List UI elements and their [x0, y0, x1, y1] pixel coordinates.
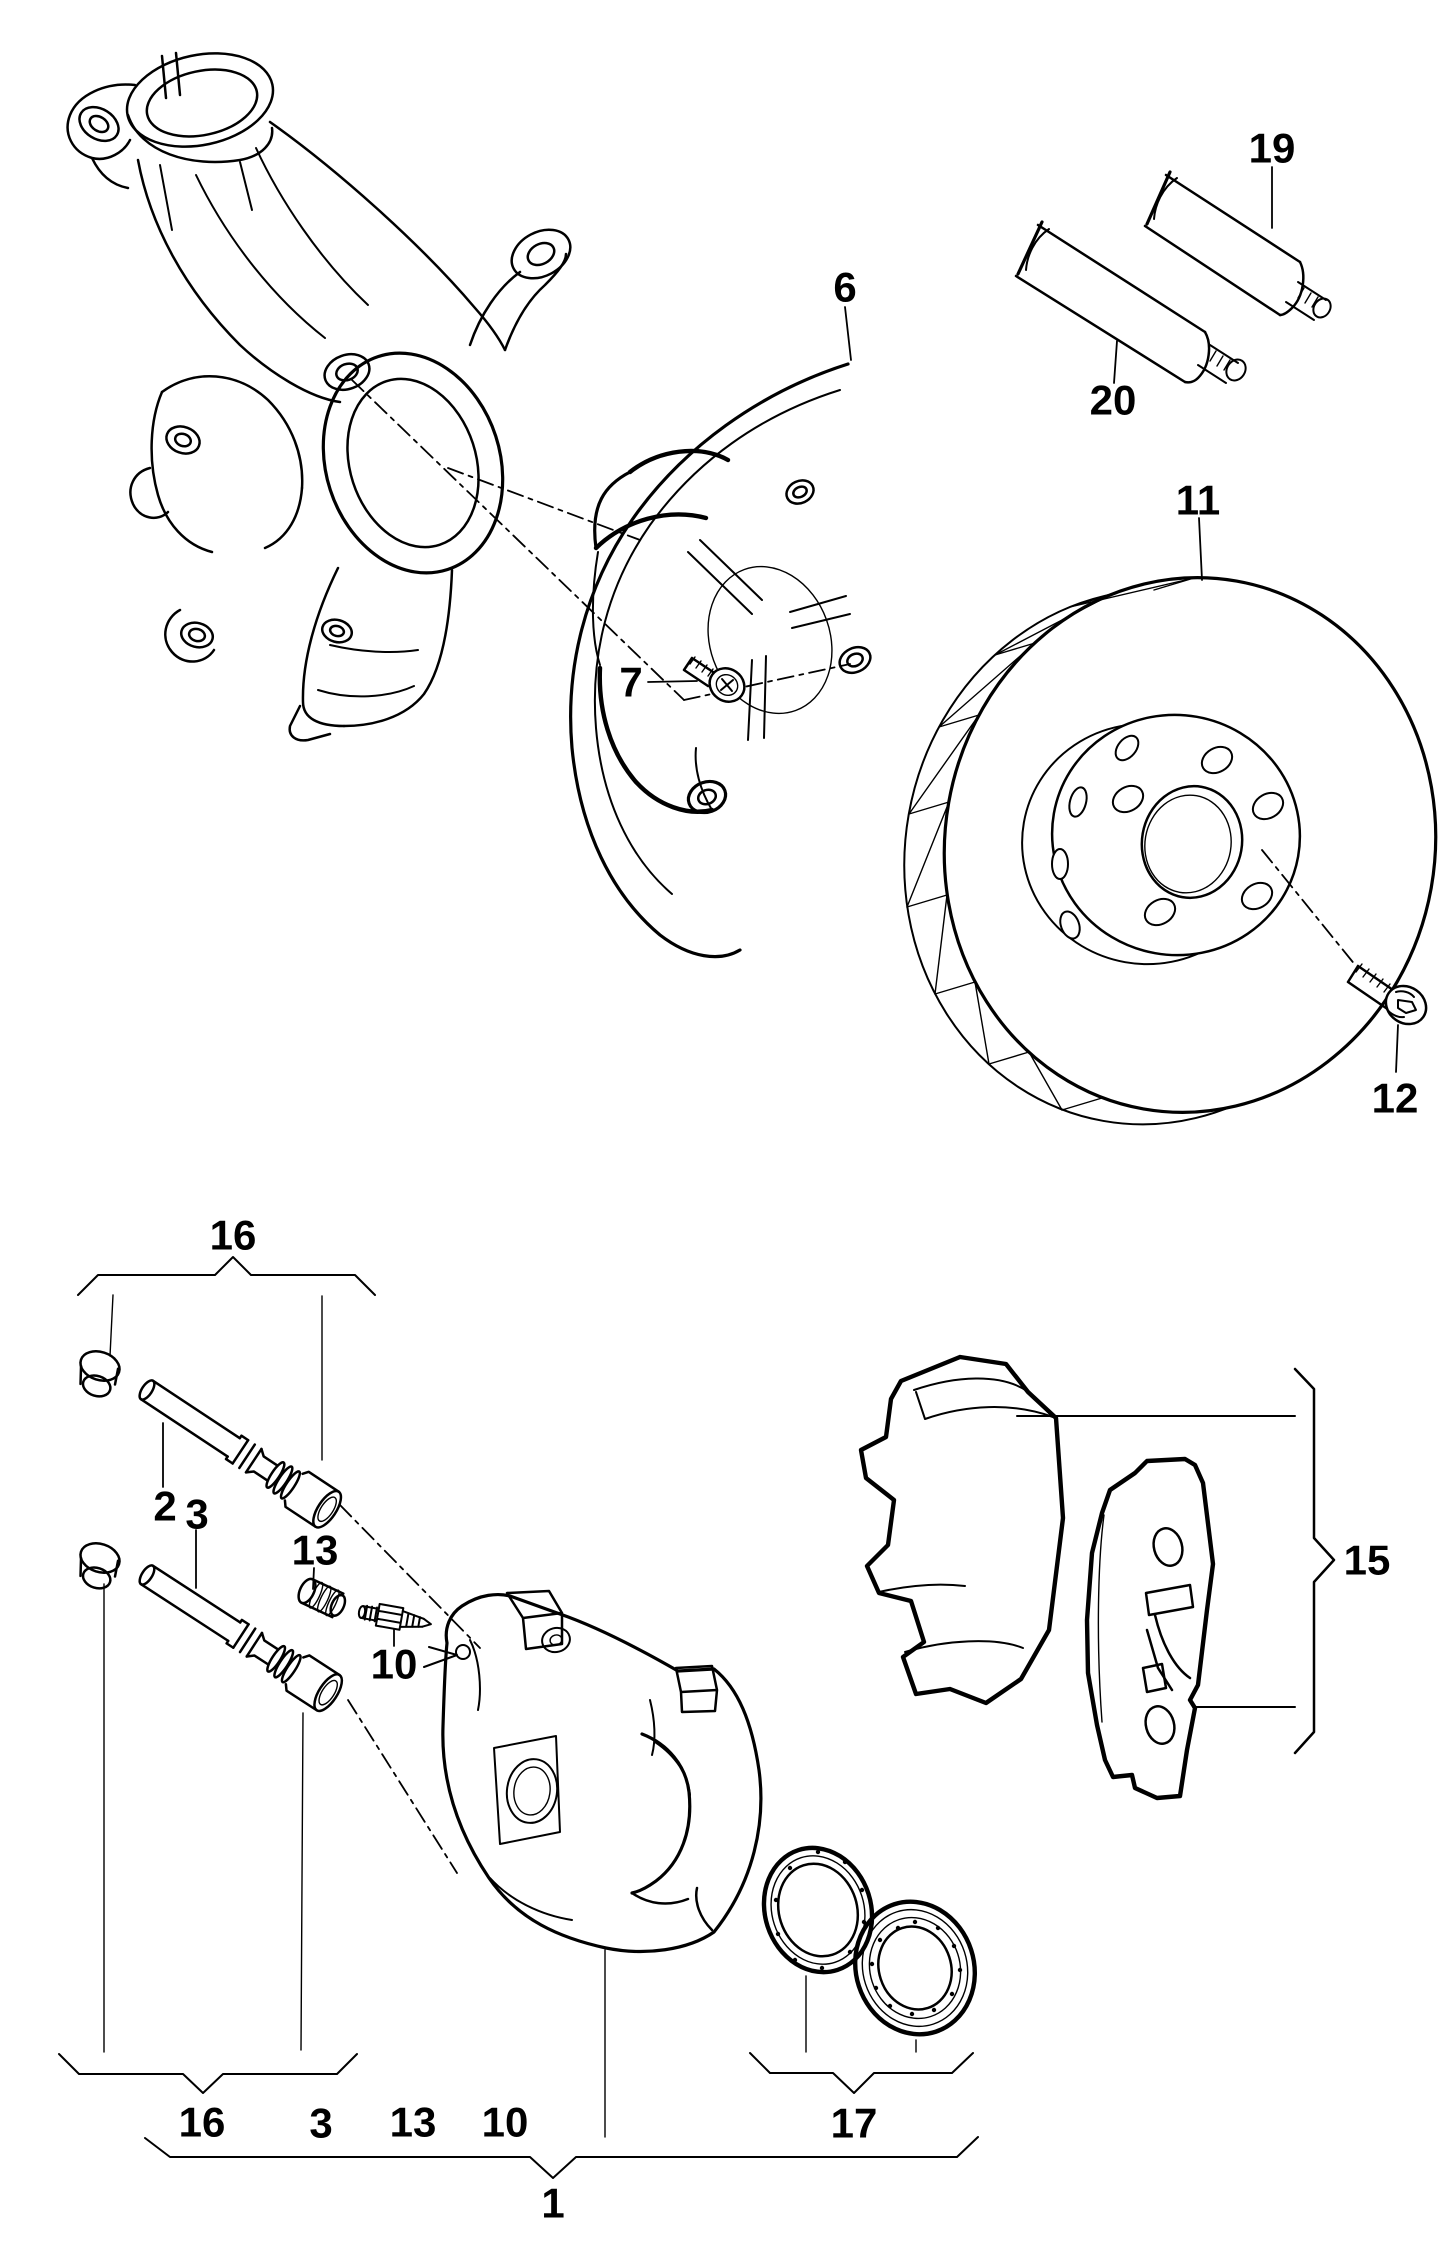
group-brace-17: [749, 1975, 974, 2094]
brake-caliper: [423, 1589, 763, 1954]
part-label-10-bottom: 10: [482, 2099, 529, 2146]
part-label-20: 20: [1090, 377, 1137, 424]
disc-bolt-holes: [1111, 745, 1285, 927]
pad-set-bracket-15: [1016, 1367, 1336, 1755]
steering-knuckle: [66, 51, 572, 742]
leader-lines: [162, 166, 1399, 1647]
part-label-12: 12: [1372, 1075, 1419, 1122]
grease-tube-20: [1014, 220, 1247, 384]
seal-ring-dots: [773, 1849, 867, 1971]
part-label-16-top: 16: [210, 1212, 257, 1259]
dust-boot-dots: [869, 1919, 963, 2017]
part-label-1: 1: [541, 2180, 564, 2227]
group-brace-16-top: [77, 1256, 376, 1461]
part-label-6: 6: [833, 264, 856, 311]
piston-dust-boot: [852, 1899, 978, 2037]
part-label-19: 19: [1249, 125, 1296, 172]
shield-screw: [682, 656, 746, 703]
part-label-3-top: 3: [185, 1491, 208, 1538]
brake-disc: [903, 576, 1438, 1126]
brake-pad-outer: [858, 1354, 1066, 1706]
grease-tube-19: [1143, 170, 1332, 321]
part-label-11: 11: [1176, 477, 1220, 524]
part-label-3-bottom: 3: [309, 2100, 332, 2147]
group-brace-1: [144, 1949, 979, 2179]
bleeder-valve-10: [357, 1602, 432, 1631]
guide-pin-3: [130, 1553, 349, 1717]
part-label-13-top: 13: [292, 1527, 339, 1574]
brake-pad-inner: [1084, 1456, 1216, 1801]
part-label-16-bottom: 16: [179, 2099, 226, 2146]
group-brace-16-bottom: [58, 1583, 358, 2094]
bushing-13: [297, 1577, 347, 1619]
part-label-2: 2: [153, 1483, 176, 1530]
pin-assembly-dash-lines: [339, 1504, 481, 1874]
part-label-15: 15: [1344, 1537, 1391, 1584]
piston-seal-ring: [761, 1845, 875, 1975]
part-labels: 19 20 6 11 7 12 16 2 3 13 10 15 16 3 13 …: [153, 125, 1418, 2227]
assembly-axis-lines: [351, 379, 851, 701]
part-label-17: 17: [831, 2100, 878, 2147]
disc-set-screw: [1261, 849, 1428, 1026]
part-label-7: 7: [619, 659, 642, 706]
brake-splash-shield: [569, 362, 872, 959]
disc-vent-slots: [906, 577, 1195, 1111]
guide-pin-caps: [70, 1345, 125, 1594]
part-label-10-top: 10: [371, 1641, 418, 1688]
highlight-marker-part-15[interactable]: [969, 1513, 1115, 1659]
part-label-13-bottom: 13: [390, 2099, 437, 2146]
